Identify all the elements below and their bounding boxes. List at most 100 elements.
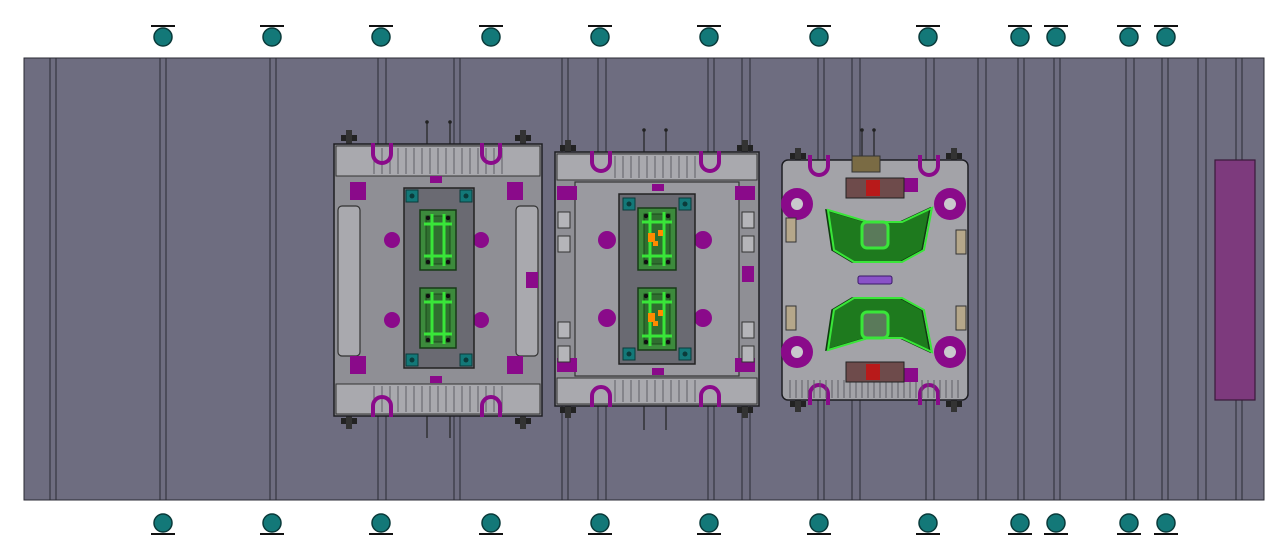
circle-anchor-icon — [918, 27, 938, 47]
forming-punch — [860, 310, 890, 340]
circle-anchor-icon — [918, 513, 938, 533]
circle-anchor-icon — [1010, 27, 1030, 47]
lifting-slot — [699, 385, 721, 407]
stop-block — [741, 211, 755, 229]
purple-pad — [350, 182, 366, 200]
die-foot-post — [565, 140, 571, 156]
circle-anchor-icon — [809, 27, 829, 47]
die-station-3[interactable] — [781, 128, 969, 412]
bolt — [665, 293, 671, 299]
purple-tab — [742, 266, 754, 282]
bolt — [425, 337, 431, 343]
bolt — [425, 259, 431, 265]
die-foot-post — [795, 396, 801, 412]
circle-anchor-icon — [262, 513, 282, 533]
stop-block — [741, 235, 755, 253]
purple-locator — [694, 231, 712, 249]
teal-block-bolt — [463, 357, 469, 363]
circle-anchor-icon — [481, 27, 501, 47]
lifting-slot — [808, 383, 830, 405]
purple-locator — [384, 312, 400, 328]
teal-block-bolt — [682, 351, 688, 357]
purple-pad — [557, 186, 577, 200]
guide-pin-tip — [425, 120, 429, 124]
bolt — [665, 339, 671, 345]
circle-anchor-icon — [1010, 513, 1030, 533]
circle-anchor-icon — [699, 27, 719, 47]
purple-tab — [430, 176, 442, 183]
die-station-2[interactable] — [554, 128, 760, 430]
bolt — [445, 259, 451, 265]
bolt — [643, 259, 649, 265]
red-insert — [866, 180, 880, 196]
die-foot-post — [742, 402, 748, 418]
bolt — [445, 337, 451, 343]
bolt — [643, 339, 649, 345]
die-foot-post — [565, 402, 571, 418]
top-anchor-row — [151, 25, 1178, 47]
guide-pin-tip — [860, 128, 864, 132]
side-guide — [785, 217, 797, 243]
die-foot-post — [795, 148, 801, 164]
circle-anchor-icon — [153, 27, 173, 47]
circle-anchor-icon — [590, 27, 610, 47]
circle-anchor-icon — [371, 513, 391, 533]
guide-pin-tip — [642, 128, 646, 132]
orange-marker — [653, 321, 658, 326]
purple-pad — [507, 182, 523, 200]
bolt — [425, 293, 431, 299]
orange-marker — [658, 310, 663, 316]
purple-pad — [507, 356, 523, 374]
purple-locator — [384, 232, 400, 248]
side-handle — [337, 205, 361, 357]
red-insert — [866, 364, 880, 380]
side-guide — [785, 305, 797, 331]
lifting-slot — [480, 395, 502, 417]
die-station-1[interactable] — [333, 120, 543, 438]
guide-pin-tip — [664, 128, 668, 132]
lifting-slot — [590, 151, 612, 173]
teal-block-bolt — [409, 193, 415, 199]
purple-tab — [526, 272, 538, 288]
bottom-anchor-row — [151, 513, 1178, 535]
purple-pad — [350, 356, 366, 374]
bolt — [445, 293, 451, 299]
bolt — [665, 259, 671, 265]
circle-anchor-icon — [1156, 513, 1176, 533]
bolt — [643, 213, 649, 219]
teal-block-bolt — [626, 201, 632, 207]
purple-locator — [598, 231, 616, 249]
die-foot-post — [520, 413, 526, 429]
purple-pad — [735, 186, 755, 200]
side-panel-plate — [1214, 159, 1256, 401]
circle-anchor-icon — [371, 27, 391, 47]
forming-punch — [860, 220, 890, 250]
orange-marker — [648, 313, 655, 322]
circle-anchor-icon — [590, 513, 610, 533]
die-foot-post — [951, 396, 957, 412]
circle-anchor-icon — [1119, 513, 1139, 533]
bolt — [665, 213, 671, 219]
die-foot-post — [520, 130, 526, 146]
side-panel — [1214, 159, 1256, 401]
orange-marker — [653, 241, 658, 246]
guide-pin-tip — [872, 128, 876, 132]
bottom-flange — [556, 377, 758, 405]
ear-hole — [791, 198, 803, 210]
lifting-slot — [918, 383, 940, 405]
lifting-slot — [699, 151, 721, 173]
die-foot-post — [346, 130, 352, 146]
purple-locator — [473, 232, 489, 248]
top-clamp — [851, 155, 881, 173]
stop-block — [741, 321, 755, 339]
orange-marker — [658, 230, 663, 236]
lifting-slot — [480, 143, 502, 165]
top-flange — [556, 153, 758, 181]
stop-block — [741, 345, 755, 363]
teal-block-bolt — [463, 193, 469, 199]
die-foot-post — [742, 140, 748, 156]
die-foot-post — [951, 148, 957, 164]
circle-anchor-icon — [809, 513, 829, 533]
